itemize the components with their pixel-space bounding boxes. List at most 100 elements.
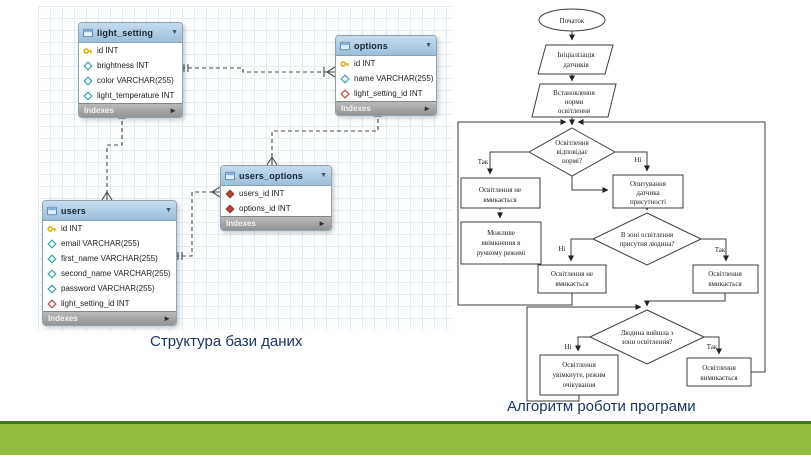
column-icon [47,268,57,279]
svg-text:Освітлення: Освітлення [562,361,596,369]
footer-band-dark-green [0,421,811,424]
svg-text:Можливе: Можливе [487,229,515,237]
flowchart-node-standby: Освітлення увімкнуте, режим очікування [539,354,619,396]
svg-text:очікування: очікування [563,381,596,389]
svg-text:Опитування: Опитування [630,180,667,188]
er-table-header: light_setting ▼ [79,23,182,43]
flowchart-node-set-norm: Встановлення норми освітлення [531,83,617,118]
svg-text:ввімкнення в: ввімкнення в [481,239,521,247]
table-icon [83,28,93,38]
svg-text:Ініціалізація: Ініціалізація [557,51,595,59]
svg-text:Людина вийшла з: Людина вийшла з [621,329,674,337]
flowchart-node-init-sensors: Ініціалізація датчиків [537,44,614,75]
er-table-header: options ▼ [336,36,436,56]
svg-text:В зоні освітлення: В зоні освітлення [621,231,674,239]
svg-text:вимикається: вимикається [700,374,738,382]
column-row: color VARCHAR(255) [79,73,182,88]
svg-text:увімкнуте, режим: увімкнуте, режим [552,371,606,379]
foreign-key-icon [47,298,57,309]
column-row: id INT [43,221,176,236]
flowchart-decision-norm: Освітлення відповідає нормі? [527,127,617,177]
table-icon [225,171,235,181]
svg-text:датчика: датчика [636,189,660,197]
er-table-light_setting: light_setting ▼ id INT brightness INT co… [78,22,183,118]
er-table-header: users_options ▼ [221,166,331,186]
svg-text:Так: Так [478,158,489,166]
column-row: second_name VARCHAR(255) [43,266,176,281]
expand-right-icon[interactable]: ► [163,314,171,323]
indexes-footer[interactable]: Indexes► [79,103,182,117]
column-row: id INT [79,43,182,58]
table-title: users_options [239,170,304,181]
chevron-down-icon[interactable]: ▼ [165,207,172,214]
svg-text:Ні: Ні [635,156,642,164]
svg-text:вмикається: вмикається [555,280,589,288]
flowchart-node-start: Початок [538,8,606,32]
primary-key-icon [83,46,93,56]
svg-text:присутня людина?: присутня людина? [620,240,675,248]
expand-right-icon[interactable]: ► [169,106,177,115]
flowchart-node-poll-sensor: Опитування датчика присутності [612,174,684,209]
foreign-key-icon [225,188,235,199]
column-icon [47,283,57,294]
svg-text:нормі?: нормі? [562,157,582,165]
svg-text:вмикається: вмикається [708,280,742,288]
expand-right-icon[interactable]: ► [318,219,326,228]
column-icon [47,253,57,264]
column-row: light_setting_id INT [336,86,436,101]
svg-text:датчиків: датчиків [563,61,589,69]
column-row: id INT [336,56,436,71]
svg-text:Освітлення: Освітлення [708,270,742,278]
svg-text:Ні: Ні [559,245,566,253]
chevron-down-icon[interactable]: ▼ [320,172,327,179]
svg-text:Освітлення: Освітлення [702,364,736,372]
flowchart-node-light-not-on-1: Освітлення не вмикається [460,177,541,209]
svg-text:відповідає: відповідає [557,148,588,156]
svg-text:Початок: Початок [560,17,585,25]
column-icon [47,238,57,249]
svg-text:Освітлення не: Освітлення не [479,186,521,194]
foreign-key-icon [340,88,350,99]
indexes-footer[interactable]: Indexes► [43,311,176,325]
column-icon [340,73,350,84]
column-icon [83,90,93,101]
flowchart-node-light-not-on-2: Освітлення не вмикається [537,264,607,294]
chevron-down-icon[interactable]: ▼ [425,42,432,49]
svg-text:Так: Так [715,246,726,254]
column-row: options_id INT [221,201,331,216]
svg-text:Встановлення: Встановлення [553,89,596,97]
indexes-footer[interactable]: Indexes► [221,216,331,230]
flowchart-decision-person-left: Людина вийшла з зони освітлення? [588,309,706,365]
column-row: brightness INT [79,58,182,73]
svg-text:ручному режимі: ручному режимі [477,249,526,257]
svg-text:Ні: Ні [565,343,572,351]
column-icon [83,60,93,71]
flowchart-caption: Алгоритм роботи програми [507,398,696,415]
primary-key-icon [340,59,350,69]
column-row: light_setting_id INT [43,296,176,311]
er-table-users_options: users_options ▼ users_id INT options_id … [220,165,332,231]
chevron-down-icon[interactable]: ▼ [171,29,178,36]
table-icon [47,206,57,216]
table-title: light_setting [97,27,154,38]
table-icon [340,41,350,51]
er-table-users: users ▼ id INT email VARCHAR(255) first_… [42,200,177,326]
svg-text:присутності: присутності [630,198,666,206]
svg-text:зони освітлення?: зони освітлення? [622,338,673,346]
indexes-footer[interactable]: Indexes► [336,101,436,115]
svg-text:Освітлення: Освітлення [555,139,589,147]
svg-text:норми: норми [565,98,584,106]
column-row: name VARCHAR(255) [336,71,436,86]
expand-right-icon[interactable]: ► [423,104,431,113]
flowchart-node-manual-mode: Можливе ввімкнення в ручному режимі [460,221,542,265]
table-title: options [354,40,388,51]
flowchart-decision-presence: В зоні освітлення присутня людина? [591,212,703,266]
table-title: users [61,205,87,216]
column-row: password VARCHAR(255) [43,281,176,296]
foreign-key-icon [225,203,235,214]
svg-text:вмикається: вмикається [483,196,517,204]
er-diagram-caption: Структура бази даних [150,333,303,350]
flowchart-node-light-on: Освітлення вмикається [692,264,759,294]
svg-text:Так: Так [707,343,718,351]
column-row: users_id INT [221,186,331,201]
